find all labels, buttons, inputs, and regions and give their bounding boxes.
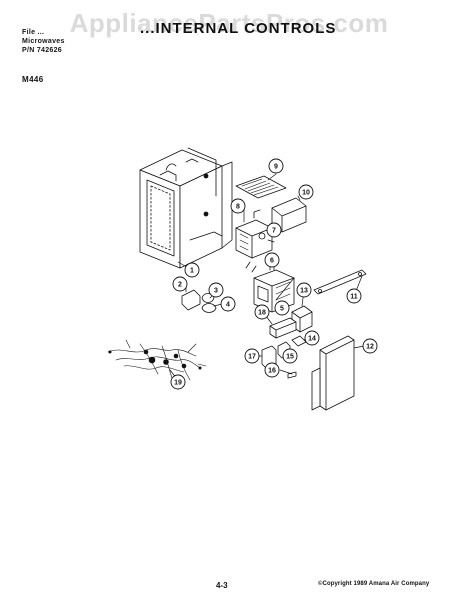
callout-4: 4	[220, 296, 236, 312]
callout-2: 2	[172, 276, 188, 292]
callout-7: 7	[266, 222, 282, 238]
part-wire-harness	[107, 339, 207, 381]
svg-text:18: 18	[258, 310, 266, 317]
svg-text:4: 4	[226, 302, 230, 309]
model-number: M446	[22, 75, 44, 84]
page-number: 4-3	[216, 581, 228, 590]
svg-text:8: 8	[236, 204, 240, 211]
callout-19: 19	[170, 374, 186, 390]
callout-9: 9	[268, 158, 284, 174]
header-part-number: P/N 742626	[22, 47, 62, 54]
svg-text:5: 5	[280, 306, 284, 313]
part-fuse-holder	[181, 289, 217, 313]
callout-3: 3	[208, 282, 224, 298]
watermark: AppliancePartsPros.com	[69, 8, 389, 38]
svg-text:10: 10	[302, 190, 310, 197]
svg-text:17: 17	[248, 354, 256, 361]
svg-text:7: 7	[272, 228, 276, 235]
callout-12: 12	[362, 338, 378, 354]
header-file-line: File ...	[22, 29, 45, 36]
svg-text:14: 14	[308, 336, 316, 343]
oven-cavity-chassis	[139, 147, 233, 269]
svg-text:12: 12	[366, 344, 374, 351]
callout-16: 16	[264, 362, 280, 378]
svg-text:3: 3	[214, 288, 218, 295]
svg-text:1: 1	[190, 268, 194, 275]
callout-18: 18	[254, 304, 270, 320]
callout-8: 8	[230, 198, 246, 214]
callout-13: 13	[296, 282, 312, 298]
part-vent-grille	[235, 175, 287, 199]
header-product-line: Microwaves	[22, 38, 65, 45]
part-control-panel-bracket	[311, 335, 355, 411]
svg-text:16: 16	[268, 368, 276, 375]
callout-11: 11	[346, 288, 362, 304]
callouts: 1 2 3 4 5 6 7 8 9 10 11 12 13 14 15 16 1…	[170, 158, 378, 390]
callout-5: 5	[274, 300, 290, 316]
svg-text:6: 6	[270, 258, 274, 265]
svg-text:15: 15	[286, 354, 294, 361]
svg-text:19: 19	[174, 380, 182, 387]
copyright-notice: ©Copyright 1989 Amana Air Company	[318, 581, 430, 587]
part-magnetron	[235, 209, 273, 259]
callout-1: 1	[184, 262, 200, 278]
callout-14: 14	[304, 330, 320, 346]
part-diode	[291, 335, 307, 347]
callout-10: 10	[298, 184, 314, 200]
svg-text:11: 11	[350, 294, 358, 301]
svg-text:2: 2	[178, 282, 182, 289]
callout-17: 17	[244, 348, 260, 364]
svg-text:13: 13	[300, 288, 308, 295]
part-capacitor	[269, 317, 297, 339]
page-title: ...INTERNAL CONTROLS	[140, 20, 337, 37]
svg-text:9: 9	[274, 164, 278, 171]
callout-6: 6	[264, 252, 280, 268]
callout-15: 15	[282, 348, 298, 364]
part-shield-bar	[313, 269, 367, 295]
